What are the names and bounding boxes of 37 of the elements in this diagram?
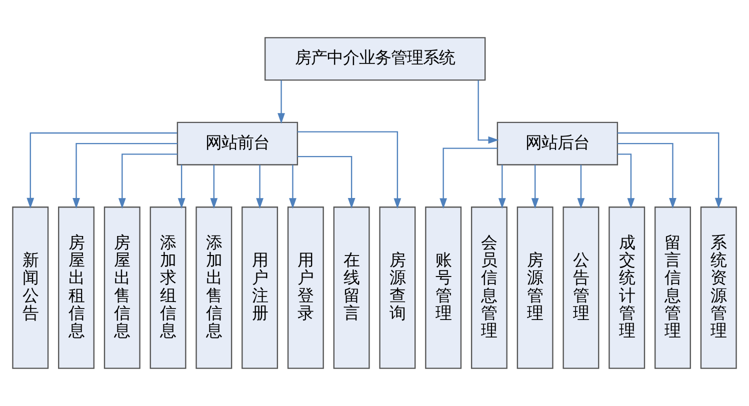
arrow (278, 80, 285, 124)
arrow (617, 132, 722, 208)
arrow (289, 164, 296, 209)
arrow (440, 148, 498, 209)
node-box: 房源管理 (516, 206, 554, 369)
node-box: 在线留言 (333, 206, 370, 369)
node-box: 添加求组信息 (150, 206, 186, 369)
node-box: 房屋出售信息 (104, 206, 140, 369)
node-box: 系统资源管理 (700, 206, 737, 369)
arrow (118, 154, 178, 209)
arrow (577, 164, 585, 209)
node-box: 网站前台 (176, 122, 298, 166)
arrow (298, 156, 356, 209)
node-box: 留言信息管理 (654, 206, 691, 369)
node-box: 房屋出租信息 (58, 206, 94, 369)
node-box: 会员信息管理 (470, 206, 508, 369)
arrow (210, 164, 218, 209)
node-box: 房源查询 (379, 206, 416, 369)
arrow (617, 143, 676, 209)
node-box: 成交统计管理 (608, 206, 646, 369)
arrow (618, 154, 635, 209)
node-box: 网站后台 (496, 122, 618, 166)
arrow (178, 164, 186, 209)
arrow (26, 132, 177, 208)
arrow (531, 164, 539, 209)
arrow (478, 80, 499, 144)
arrow (72, 143, 178, 209)
node-box: 用户登录 (287, 206, 324, 369)
node-box: 账号管理 (425, 206, 462, 369)
node-box: 公告管理 (562, 206, 600, 369)
node-box: 房产中介业务管理系统 (264, 37, 486, 81)
node-box: 用户注册 (242, 206, 278, 369)
node-box: 添加出售信息 (196, 206, 232, 369)
node-box: 新闻公告 (12, 206, 49, 369)
arrow (297, 131, 402, 209)
arrow (498, 164, 506, 209)
arrow (256, 164, 264, 209)
